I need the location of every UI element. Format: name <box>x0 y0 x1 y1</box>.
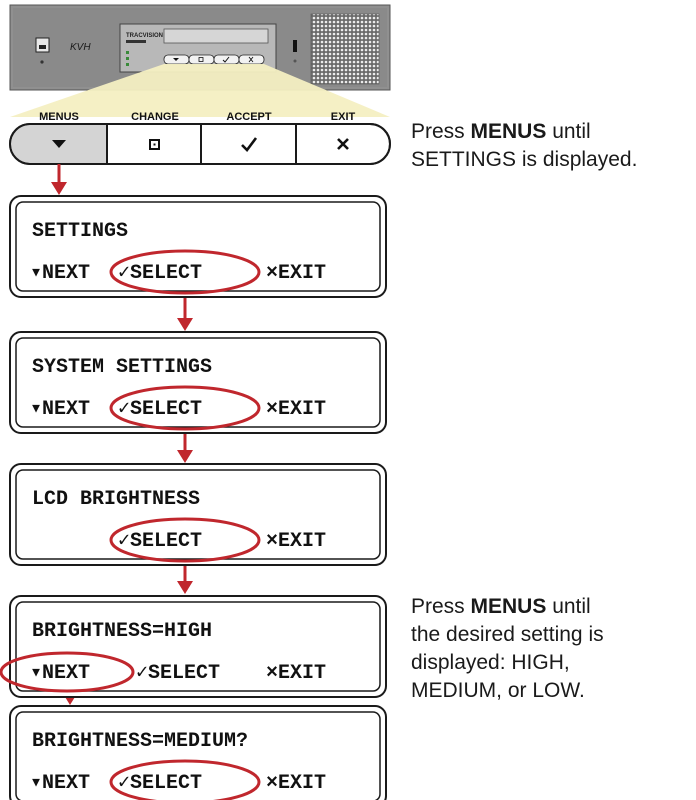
lcd-next-option: ▾NEXT <box>30 772 90 795</box>
usb-port-icon <box>293 40 297 52</box>
keypad-labels: MENUS CHANGE ACCEPT EXIT <box>39 111 355 123</box>
lcd-screen: SETTINGS ▾NEXT ✓SELECT ×EXIT <box>9 195 387 298</box>
vent-grille <box>310 13 380 85</box>
svg-text:MENUS: MENUS <box>39 111 79 123</box>
lcd-exit-option: ×EXIT <box>266 398 326 421</box>
lcd-exit-option: ×EXIT <box>266 662 326 685</box>
device-logo: KVH <box>70 42 91 53</box>
down-triangle-icon <box>52 140 66 148</box>
svg-text:displayed: HIGH,: displayed: HIGH, <box>411 651 570 674</box>
square-icon <box>149 139 160 150</box>
highlight-ellipse <box>109 249 261 295</box>
svg-text:the desired setting is: the desired setting is <box>411 623 604 646</box>
highlight-ellipse <box>109 517 261 563</box>
svg-text:EXIT: EXIT <box>331 111 356 123</box>
lcd-select-option: ✓SELECT <box>136 662 220 685</box>
lcd-next-option: ▾NEXT <box>30 262 90 285</box>
svg-text:ACCEPT: ACCEPT <box>226 111 272 123</box>
svg-text:Press MENUS until: Press MENUS until <box>411 120 591 143</box>
lcd-select-option: ✓SELECT <box>118 772 202 795</box>
menus-note: Press MENUS until SETTINGS is displayed. <box>411 120 637 171</box>
lcd-next-option: ▾NEXT <box>30 662 90 685</box>
lcd-line1: SYSTEM SETTINGS <box>32 356 212 379</box>
lcd-exit-option: ×EXIT <box>266 530 326 553</box>
x-icon <box>337 138 349 150</box>
highlight-ellipse <box>0 651 135 693</box>
svg-text:Press MENUS until: Press MENUS until <box>411 595 591 618</box>
svg-text:TRACVISION: TRACVISION <box>126 33 163 39</box>
lcd-screen: SYSTEM SETTINGS ▾NEXT ✓SELECT ×EXIT <box>9 331 387 434</box>
lcd-screen: BRIGHTNESS=HIGH ▾NEXT ✓SELECT ×EXIT <box>0 595 387 698</box>
lcd-select-option: ✓SELECT <box>118 262 202 285</box>
highlight-ellipse <box>109 385 261 431</box>
keypad <box>9 123 391 165</box>
lcd-screen: LCD BRIGHTNESS ✓SELECT ×EXIT <box>9 463 387 566</box>
svg-text:MEDIUM, or LOW.: MEDIUM, or LOW. <box>411 679 585 702</box>
highlight-ellipse <box>109 759 261 800</box>
device-panel: KVH TRACVISION <box>9 4 391 91</box>
lcd-select-option: ✓SELECT <box>118 398 202 421</box>
setting-note: Press MENUS until the desired setting is… <box>411 595 604 702</box>
svg-text:SETTINGS is displayed.: SETTINGS is displayed. <box>411 148 637 171</box>
checkmark-icon <box>241 137 258 152</box>
lcd-next-option: ▾NEXT <box>30 398 90 421</box>
zoom-highlight <box>10 64 390 117</box>
svg-text:CHANGE: CHANGE <box>131 111 179 123</box>
lcd-line1: LCD BRIGHTNESS <box>32 488 200 511</box>
lcd-line1: BRIGHTNESS=MEDIUM? <box>32 730 248 753</box>
lcd-line1: BRIGHTNESS=HIGH <box>32 620 212 643</box>
lcd-exit-option: ×EXIT <box>266 262 326 285</box>
lcd-select-option: ✓SELECT <box>118 530 202 553</box>
lcd-line1: SETTINGS <box>32 220 128 243</box>
lcd-screen: BRIGHTNESS=MEDIUM? ▾NEXT ✓SELECT ×EXIT <box>9 705 387 800</box>
lcd-exit-option: ×EXIT <box>266 772 326 795</box>
